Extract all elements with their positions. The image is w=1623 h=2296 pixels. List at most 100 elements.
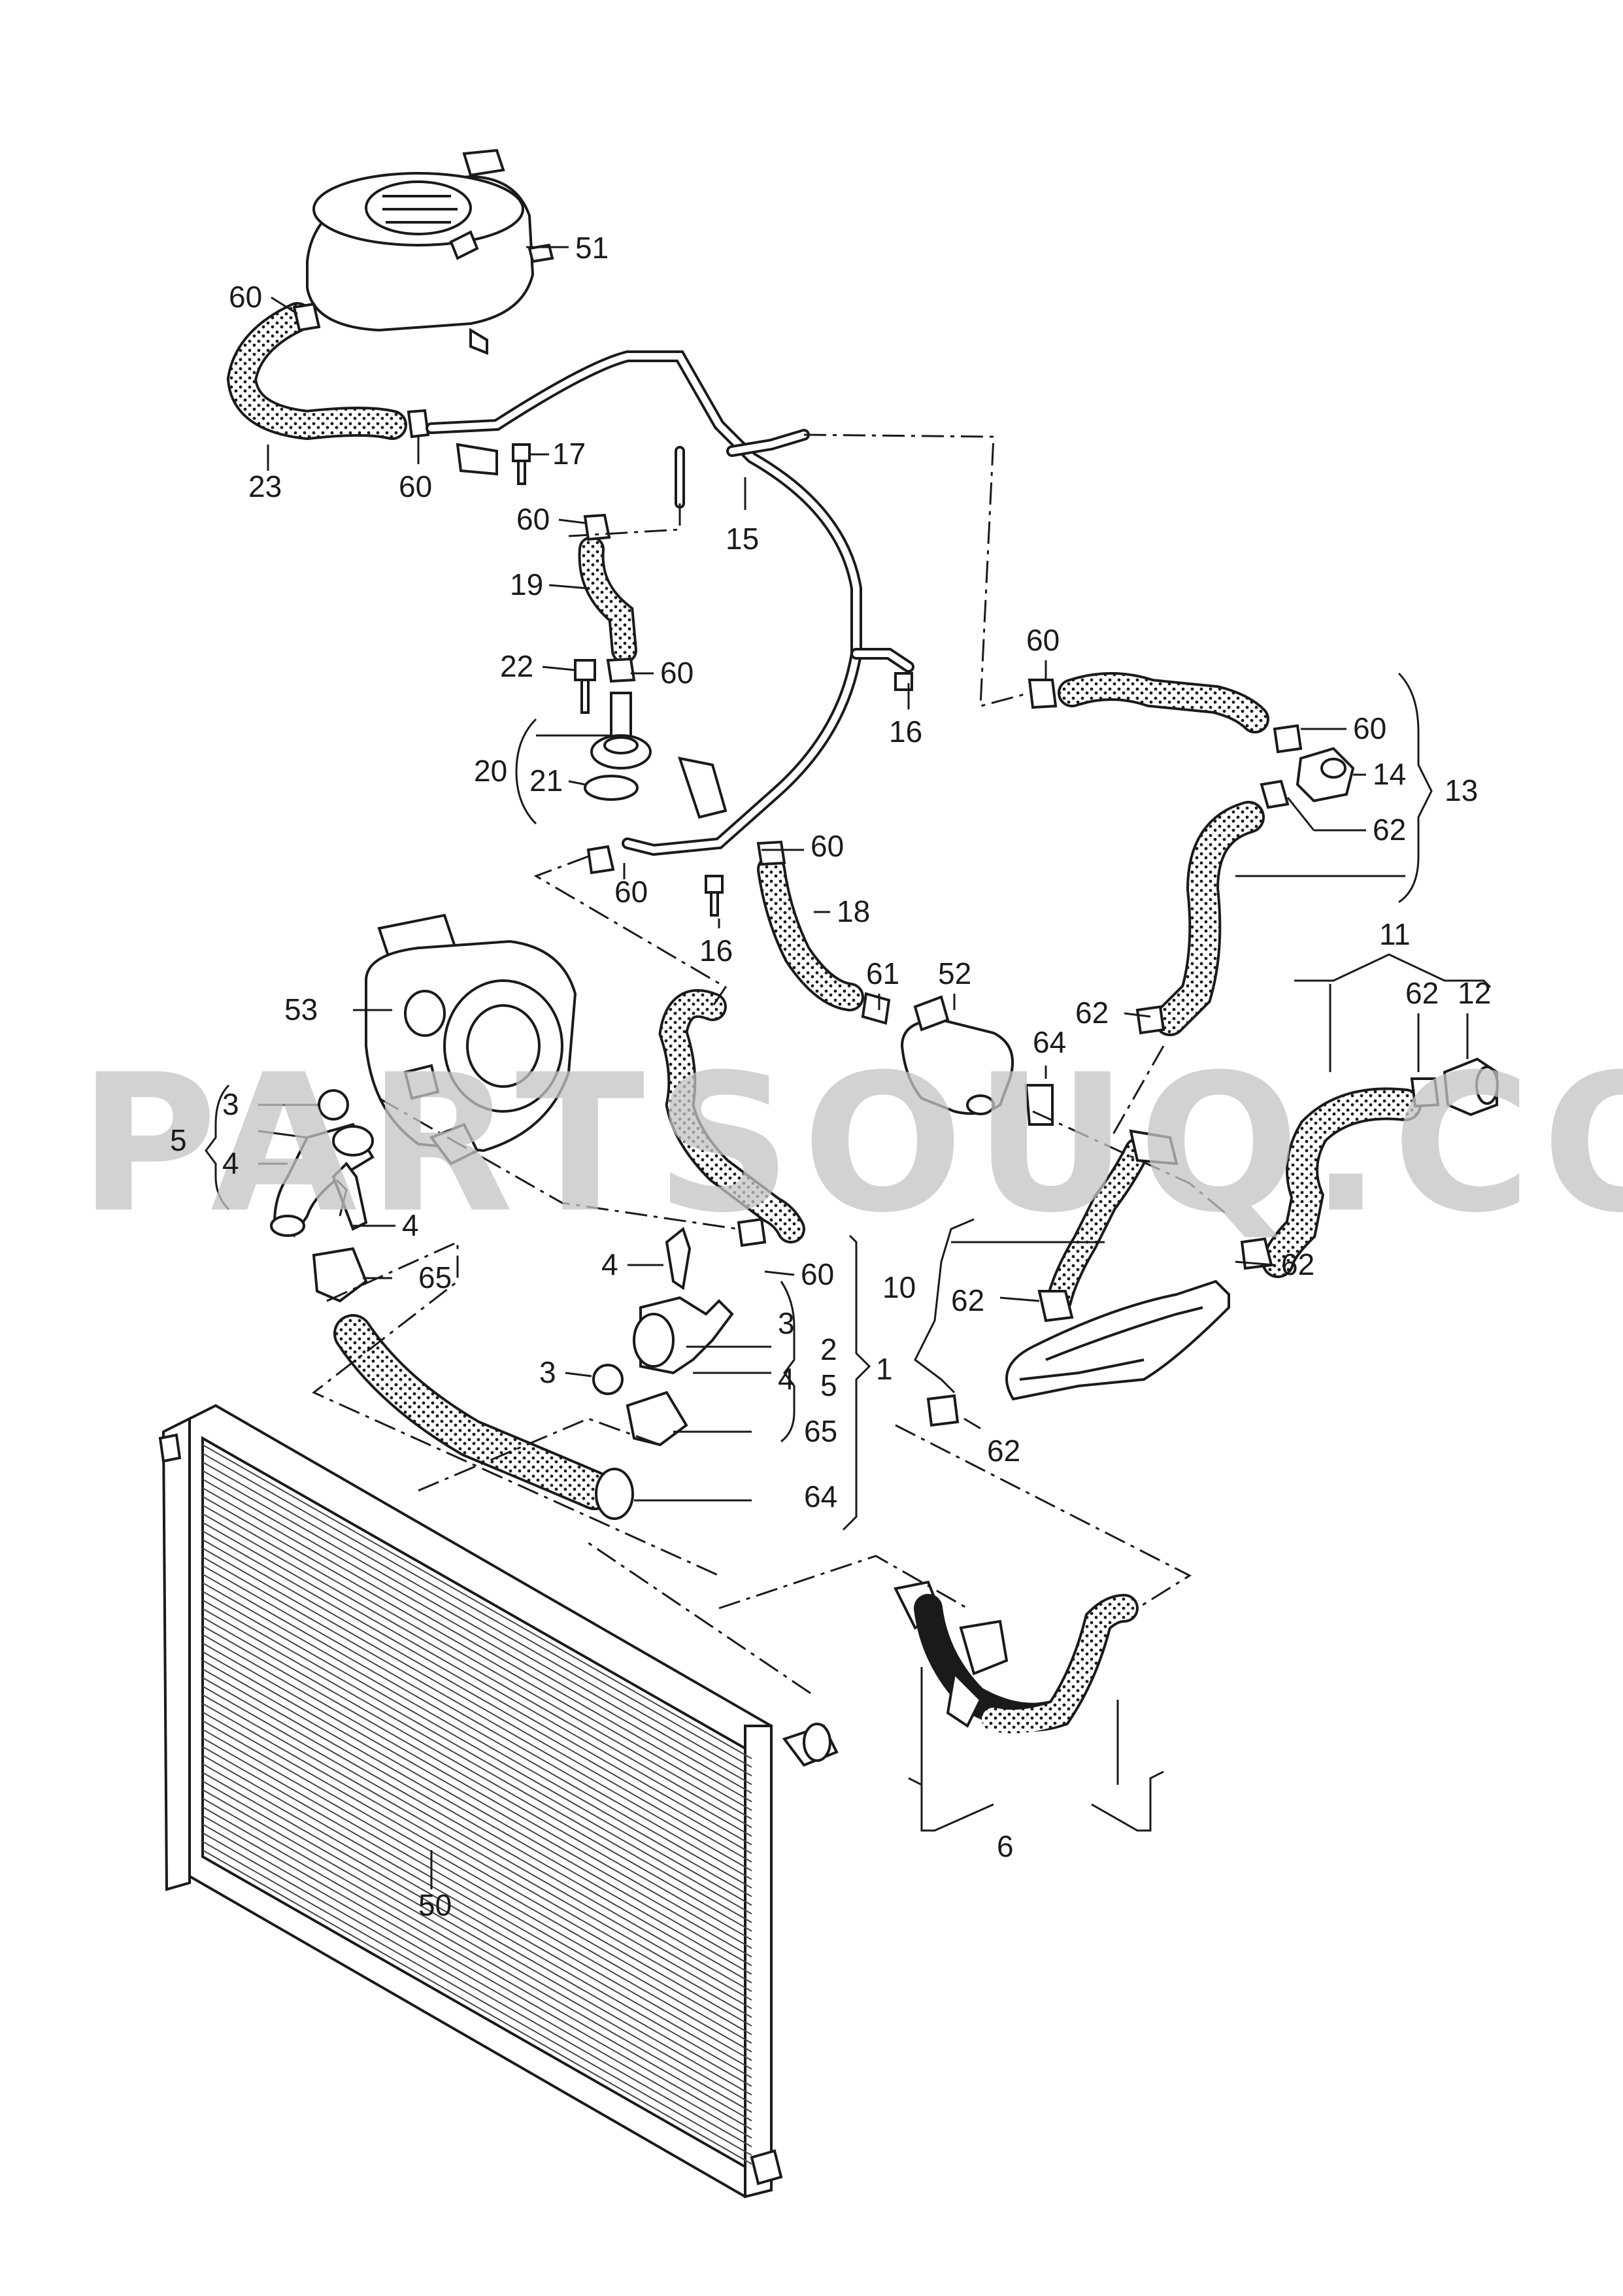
callout-62: 62 xyxy=(1281,1247,1314,1281)
callout-62: 62 xyxy=(1405,976,1439,1010)
callout-4: 4 xyxy=(778,1362,795,1396)
callout-62: 62 xyxy=(987,1434,1020,1468)
callout-15: 15 xyxy=(726,522,759,556)
radiator-fin xyxy=(202,1487,752,1802)
radiator-fin xyxy=(202,1461,752,1777)
radiator-fin xyxy=(202,1478,752,1794)
radiator-fin xyxy=(202,1763,752,2078)
radiator-fin xyxy=(202,1668,752,1984)
hose-clamp xyxy=(586,845,615,875)
callout-12: 12 xyxy=(1458,976,1491,1010)
callout-14: 14 xyxy=(1373,757,1406,791)
hose-clamp xyxy=(1260,779,1290,809)
callout-4: 4 xyxy=(402,1208,419,1242)
callout-2: 2 xyxy=(820,1332,837,1366)
radiator-fin xyxy=(202,1591,752,1906)
connector-12 xyxy=(1443,1057,1499,1117)
hose-13 xyxy=(1058,672,1269,1036)
radiator-fin xyxy=(202,1737,752,2053)
callout-13: 13 xyxy=(1445,773,1478,807)
radiator-fins xyxy=(202,1444,752,2165)
callout-3: 3 xyxy=(539,1355,556,1389)
o-ring-21 xyxy=(584,775,639,801)
radiator-fin xyxy=(202,1539,752,1854)
callout-62: 62 xyxy=(951,1283,984,1317)
radiator-fin xyxy=(202,1659,752,1975)
callout-20: 20 xyxy=(474,754,507,788)
callout-60: 60 xyxy=(229,280,262,314)
radiator-fin xyxy=(202,1634,752,1950)
callout-65: 65 xyxy=(804,1414,837,1448)
connector-14 xyxy=(1296,747,1355,803)
o-ring-3 xyxy=(592,1364,624,1395)
hose-11 xyxy=(1262,1087,1422,1278)
elbow-connector-5 xyxy=(270,1123,375,1238)
callout-64: 64 xyxy=(1033,1025,1066,1059)
callout-60: 60 xyxy=(399,469,432,503)
radiator-50 xyxy=(158,1404,839,2199)
radiator-fin xyxy=(202,1642,752,1958)
callout-18: 18 xyxy=(837,894,870,928)
hose-clamp xyxy=(737,1217,767,1247)
callout-6: 6 xyxy=(997,1829,1014,1863)
callout-60: 60 xyxy=(1026,623,1060,657)
valve-52 xyxy=(900,995,1014,1115)
hose-clamp xyxy=(407,409,430,439)
radiator-fin xyxy=(202,1832,752,2148)
radiator-fin xyxy=(202,1556,752,1872)
radiator-fin xyxy=(202,1513,752,1829)
hose-clamp xyxy=(926,1394,960,1427)
connection-lines xyxy=(312,433,1230,1695)
hose-clamp xyxy=(1410,1077,1440,1108)
callout-17: 17 xyxy=(552,437,586,471)
radiator-fin xyxy=(202,1504,752,1820)
callout-53: 53 xyxy=(284,992,318,1026)
radiator-fin xyxy=(202,1599,752,1915)
hose-clamp xyxy=(756,840,786,866)
radiator-fin xyxy=(202,1729,752,2044)
leader-lines xyxy=(205,246,1492,1889)
bolt-22 xyxy=(574,659,596,714)
hose-1 xyxy=(658,989,805,1243)
radiator-fin xyxy=(202,1470,752,1785)
hose-19 xyxy=(578,536,637,664)
callout-23: 23 xyxy=(248,469,282,503)
callout-60: 60 xyxy=(1353,711,1386,745)
hose-clamp xyxy=(1273,724,1303,754)
radiator-fin xyxy=(202,1685,752,2001)
radiator-fin xyxy=(202,1720,752,2035)
radiator-fin xyxy=(202,1694,752,2010)
radiator-fin xyxy=(202,1625,752,1940)
radiator-fin xyxy=(202,1496,752,1812)
callout-16: 16 xyxy=(889,715,922,749)
callout-4: 4 xyxy=(222,1146,239,1180)
thermostat-housing-53 xyxy=(365,913,577,1166)
callout-11: 11 xyxy=(1379,917,1411,951)
callout-21: 21 xyxy=(529,764,563,798)
hose-clamp-65 xyxy=(312,1247,368,1303)
hose-64 xyxy=(333,1314,634,1520)
hose-clamp xyxy=(292,302,321,332)
hose-6 xyxy=(894,1580,1139,1734)
radiator-fin xyxy=(202,1574,752,1889)
radiator-fin xyxy=(202,1582,752,1897)
callout-3: 3 xyxy=(778,1306,795,1340)
hose-clamp xyxy=(1028,679,1058,709)
callout-16: 16 xyxy=(699,934,733,968)
hose-clamp xyxy=(1024,1084,1054,1126)
callout-3: 3 xyxy=(222,1087,239,1121)
hose-clamp xyxy=(1135,1005,1165,1035)
coolant-pipe-10 xyxy=(1005,1129,1230,1401)
radiator-fin xyxy=(202,1547,752,1863)
callout-10: 10 xyxy=(882,1270,916,1304)
bolt-17 xyxy=(512,443,531,485)
radiator-fin xyxy=(202,1772,752,2087)
radiator-fin xyxy=(202,1849,752,2165)
radiator-fin xyxy=(202,1823,752,2139)
radiator-fin xyxy=(202,1746,752,2061)
callout-62: 62 xyxy=(1075,996,1109,1030)
callout-65: 65 xyxy=(418,1260,452,1294)
radiator-fin xyxy=(202,1702,752,2018)
retaining-clip-4 xyxy=(665,1226,692,1291)
elbow-connector-2 xyxy=(633,1296,734,1375)
